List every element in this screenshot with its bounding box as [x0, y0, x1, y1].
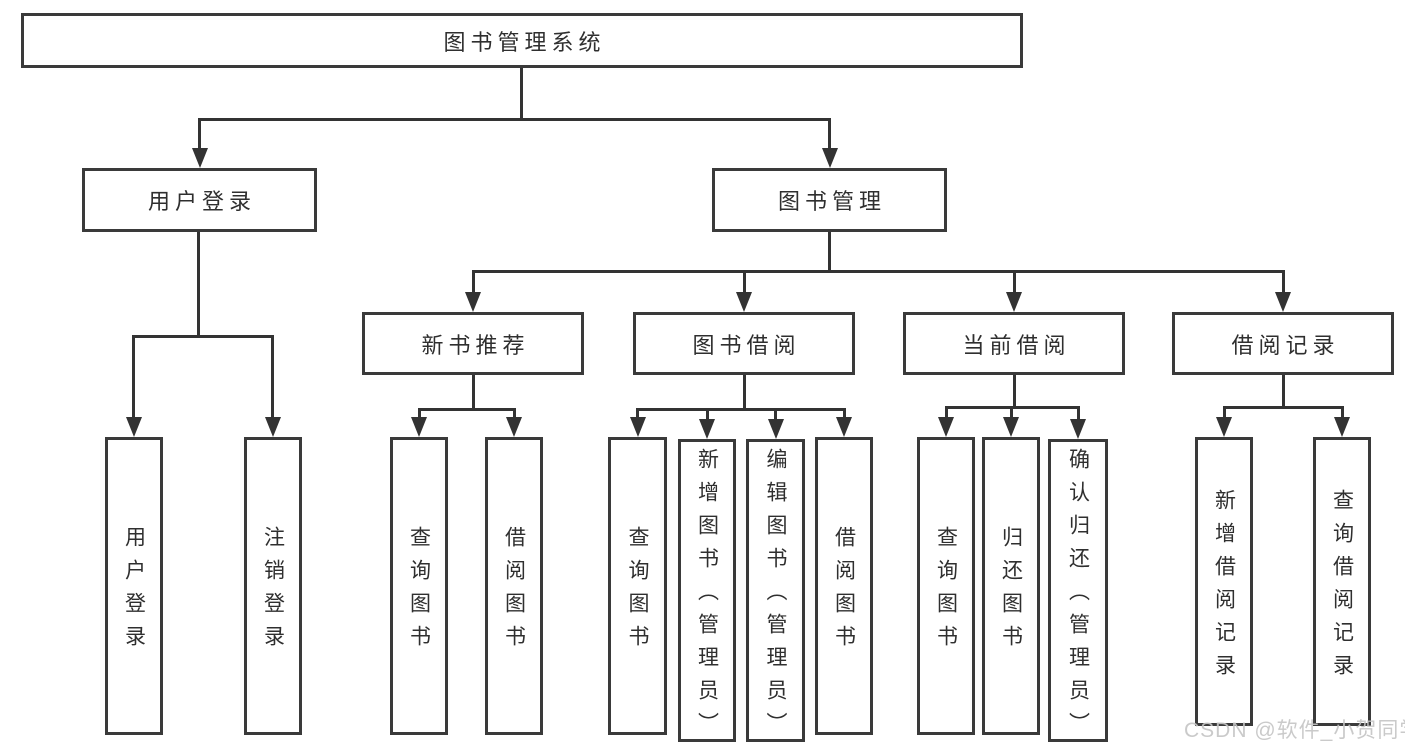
- arrowhead-down-icon: [736, 292, 752, 312]
- connector-line: [945, 406, 948, 419]
- arrowhead-down-icon: [822, 148, 838, 168]
- node-edit-book-admin-label: 编辑图书（管理员）: [764, 448, 787, 745]
- node-borrow-books-recommend: 借阅图书: [485, 437, 543, 735]
- connector-line: [197, 232, 200, 337]
- node-borrowing-records: 借阅记录: [1172, 312, 1394, 375]
- node-new-book-recommend: 新书推荐: [362, 312, 584, 375]
- connector-line: [828, 118, 831, 150]
- csdn-watermark: CSDN @软件_小贺同学: [1184, 719, 1405, 742]
- connector-line: [636, 408, 639, 419]
- connector-line: [1013, 375, 1016, 408]
- node-user-login-leaf: 用户登录: [105, 437, 163, 735]
- connector-line: [1282, 270, 1285, 294]
- arrowhead-down-icon: [630, 417, 646, 437]
- arrowhead-down-icon: [1275, 292, 1291, 312]
- arrowhead-down-icon: [938, 417, 954, 437]
- node-confirm-return-admin-label: 确认归还（管理员）: [1066, 448, 1090, 745]
- connector-line: [132, 335, 274, 338]
- node-borrow-books-recommend-label: 借阅图书: [502, 526, 526, 658]
- node-borrow-books-borrowing-label: 借阅图书: [832, 526, 856, 658]
- node-add-book-admin-label: 新增图书（管理员）: [695, 448, 719, 745]
- node-current-borrowing: 当前借阅: [903, 312, 1125, 375]
- node-query-books-borrowing-label: 查询图书: [626, 526, 649, 658]
- connector-line: [132, 335, 135, 419]
- node-logout-leaf-label: 注销登录: [261, 526, 285, 658]
- connector-line: [1013, 270, 1016, 294]
- connector-line: [472, 375, 475, 410]
- node-query-books-recommend: 查询图书: [390, 437, 448, 735]
- arrowhead-down-icon: [836, 417, 852, 437]
- node-add-borrow-record: 新增借阅记录: [1195, 437, 1253, 726]
- connector-line: [198, 118, 201, 150]
- connector-line: [472, 270, 475, 294]
- node-return-book: 归还图书: [982, 437, 1040, 735]
- node-user-login-branch: 用户登录: [82, 168, 317, 232]
- connector-line: [636, 408, 844, 411]
- node-root-label: 图书管理系统: [443, 29, 606, 55]
- arrowhead-down-icon: [1070, 419, 1086, 439]
- node-add-book-admin: 新增图书（管理员）: [678, 439, 736, 745]
- node-book-borrowing: 图书借阅: [633, 312, 855, 375]
- node-book-management-branch: 图书管理: [712, 168, 947, 232]
- connector-line: [271, 335, 274, 419]
- node-query-books-current-label: 查询图书: [934, 526, 958, 658]
- arrowhead-down-icon: [1003, 417, 1019, 437]
- connector-line: [828, 232, 831, 272]
- connector-line: [198, 118, 831, 121]
- node-confirm-return-admin: 确认归还（管理员）: [1048, 439, 1108, 745]
- arrowhead-down-icon: [699, 419, 715, 439]
- node-add-borrow-record-label: 新增借阅记录: [1212, 488, 1236, 687]
- arrowhead-down-icon: [192, 148, 208, 168]
- node-return-book-label: 归还图书: [999, 526, 1023, 658]
- connector-line: [418, 408, 421, 419]
- node-new-book-recommend-label: 新书推荐: [421, 332, 530, 358]
- connector-line: [1077, 406, 1080, 419]
- node-user-login-branch-label: 用户登录: [147, 189, 256, 214]
- connector-line: [513, 408, 516, 419]
- arrowhead-down-icon: [265, 417, 281, 437]
- node-query-books-borrowing: 查询图书: [608, 437, 667, 735]
- node-book-borrowing-label: 图书借阅: [692, 332, 801, 358]
- connector-line: [472, 270, 1284, 273]
- connector-line: [743, 270, 746, 294]
- arrowhead-down-icon: [465, 292, 481, 312]
- node-query-books-current: 查询图书: [917, 437, 975, 735]
- node-query-borrow-record: 查询借阅记录: [1313, 437, 1371, 726]
- node-root: 图书管理系统: [21, 13, 1023, 68]
- arrowhead-down-icon: [506, 417, 522, 437]
- arrowhead-down-icon: [1334, 417, 1350, 437]
- node-book-management-branch-label: 图书管理: [777, 189, 886, 214]
- node-logout-leaf: 注销登录: [244, 437, 302, 735]
- arrowhead-down-icon: [768, 419, 784, 439]
- node-query-borrow-record-label: 查询借阅记录: [1330, 488, 1354, 687]
- node-borrow-books-borrowing: 借阅图书: [815, 437, 873, 735]
- connector-line: [774, 408, 777, 421]
- connector-line: [743, 375, 746, 410]
- arrowhead-down-icon: [1216, 417, 1232, 437]
- connector-line: [706, 408, 709, 421]
- connector-line: [1341, 406, 1344, 419]
- connector-line: [1282, 375, 1285, 408]
- connector-line: [1223, 406, 1343, 409]
- arrowhead-down-icon: [126, 417, 142, 437]
- connector-line: [418, 408, 515, 411]
- node-borrowing-records-label: 借阅记录: [1231, 332, 1340, 358]
- connector-line: [520, 68, 523, 120]
- connector-line: [843, 408, 846, 419]
- node-user-login-leaf-label: 用户登录: [122, 526, 146, 658]
- connector-line: [1010, 406, 1013, 419]
- arrowhead-down-icon: [1006, 292, 1022, 312]
- node-edit-book-admin: 编辑图书（管理员）: [746, 439, 805, 745]
- node-query-books-recommend-label: 查询图书: [407, 526, 431, 658]
- node-current-borrowing-label: 当前借阅: [962, 332, 1071, 358]
- connector-line: [1223, 406, 1226, 419]
- arrowhead-down-icon: [411, 417, 427, 437]
